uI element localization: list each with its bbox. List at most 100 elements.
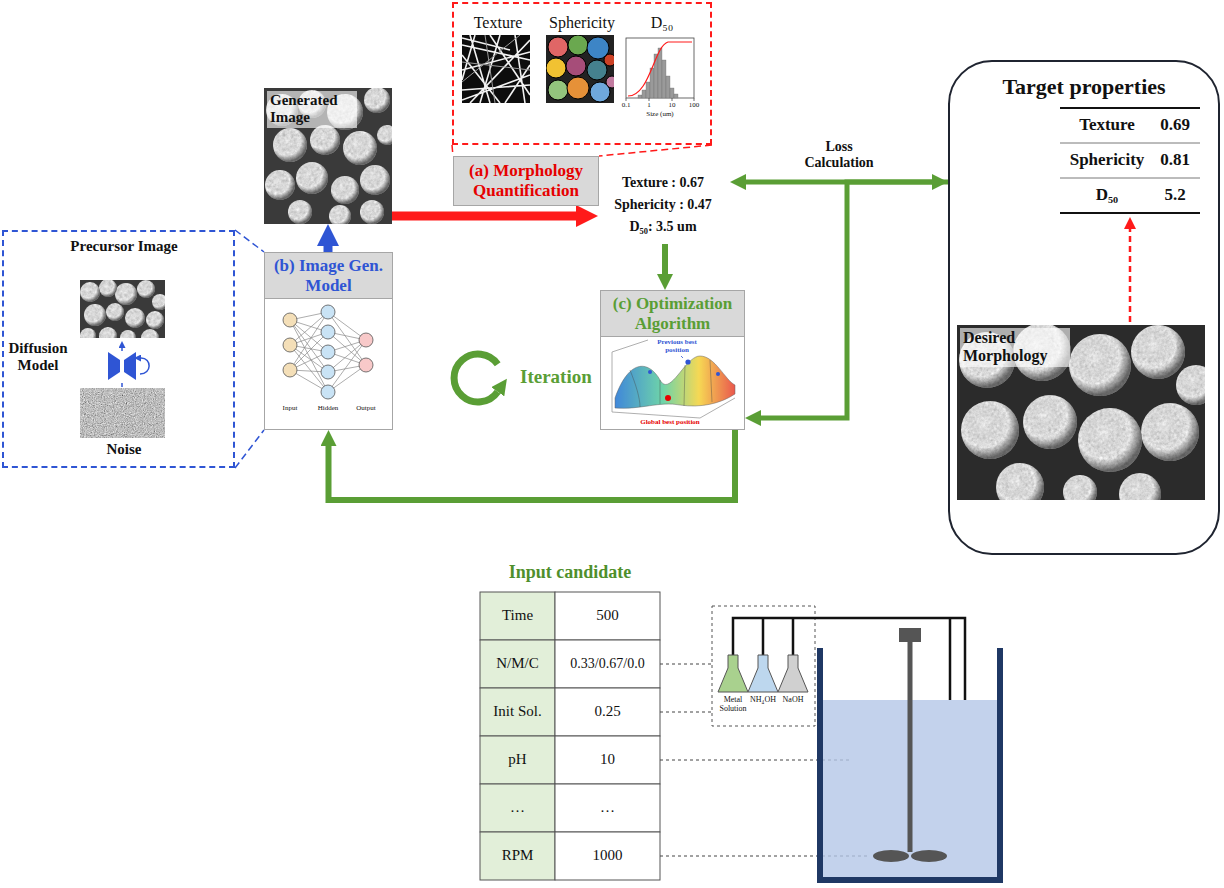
sphericity-image bbox=[546, 35, 614, 103]
model-body bbox=[290, 312, 366, 392]
box-title: (c) Optimization Algorithm bbox=[601, 291, 744, 337]
sem-image bbox=[99, 280, 117, 297]
table-cell: 0.81 bbox=[1152, 150, 1198, 170]
unet-symbol bbox=[121, 348, 123, 351]
sem-image bbox=[296, 162, 328, 194]
sem-image bbox=[996, 463, 1044, 500]
reactor-illustration bbox=[748, 655, 778, 692]
optimization-plot bbox=[600, 290, 744, 430]
image-panel: Desired Morphology bbox=[957, 325, 1205, 500]
texture-image bbox=[462, 35, 530, 103]
sem-image bbox=[1119, 473, 1161, 500]
sem-image bbox=[1063, 475, 1097, 500]
reactor-illustration bbox=[911, 850, 947, 862]
sem-image bbox=[288, 200, 312, 224]
model-body bbox=[283, 313, 297, 327]
panel-caption: D₅₀ bbox=[620, 14, 704, 32]
reagent-label: NaOH bbox=[777, 695, 809, 704]
panel-caption: Noise bbox=[79, 441, 169, 458]
property-table bbox=[1060, 143, 1200, 178]
table-cell: D₅₀ bbox=[1062, 185, 1152, 205]
sem-image bbox=[1176, 365, 1205, 405]
sphericity-image bbox=[567, 77, 589, 99]
sem-image bbox=[115, 283, 137, 305]
sphericity-image bbox=[566, 56, 586, 76]
histogram-chart bbox=[638, 95, 642, 98]
sem-image bbox=[141, 329, 159, 338]
sem-image bbox=[310, 125, 340, 155]
value-text: Sphericity : 0.47 bbox=[598, 197, 728, 213]
model-body bbox=[359, 358, 373, 372]
value-text: D₅₀: 3.5 um bbox=[598, 219, 728, 235]
model-body bbox=[283, 305, 373, 399]
sphericity-image bbox=[546, 35, 614, 103]
sem-image bbox=[996, 463, 1044, 500]
sem-image bbox=[137, 280, 155, 298]
panel-title: Target properties bbox=[950, 74, 1218, 99]
table-cell: 0.69 bbox=[1152, 115, 1198, 135]
reactor-illustration bbox=[873, 850, 909, 862]
sem-image bbox=[957, 325, 1205, 500]
sem-image bbox=[264, 88, 392, 224]
sem-image bbox=[1131, 325, 1185, 379]
sem-image bbox=[329, 205, 351, 224]
property-table bbox=[1060, 108, 1200, 213]
sem-image bbox=[364, 88, 390, 113]
iteration-arrow bbox=[454, 354, 498, 402]
sem-image bbox=[273, 128, 307, 162]
model-body bbox=[321, 305, 335, 319]
unet-symbol bbox=[121, 383, 123, 387]
image-panel: Generated Image bbox=[264, 88, 392, 224]
sphericity-image bbox=[568, 35, 588, 55]
image-caption: Generated Image bbox=[267, 91, 357, 128]
model-body bbox=[283, 363, 297, 377]
layer-label: Input bbox=[276, 404, 304, 412]
optimization-plot bbox=[716, 372, 720, 376]
sem-image bbox=[80, 280, 165, 338]
sem-image bbox=[125, 308, 145, 328]
layer-label: Hidden bbox=[312, 404, 344, 412]
leader-arrow bbox=[1129, 229, 1132, 322]
panel-caption: Precursor Image bbox=[69, 238, 179, 255]
input-table bbox=[480, 592, 660, 880]
sphericity-image bbox=[548, 80, 568, 100]
sem-image bbox=[84, 304, 106, 326]
table-cell: Time bbox=[480, 607, 555, 624]
plot-label: Previous best position bbox=[652, 338, 702, 354]
sem-image bbox=[377, 125, 392, 145]
model-body bbox=[321, 325, 335, 339]
optimization-plot bbox=[685, 359, 690, 364]
reactor-illustration bbox=[908, 642, 913, 852]
input-table bbox=[480, 688, 555, 736]
zoom-line bbox=[452, 145, 712, 156]
input-table bbox=[480, 640, 555, 688]
histogram-chart bbox=[670, 88, 674, 98]
histogram-chart bbox=[674, 94, 678, 98]
process-box: (a) Morphology Quantification bbox=[453, 156, 599, 206]
sem-image bbox=[99, 327, 117, 338]
input-table bbox=[555, 832, 660, 880]
leader-arrow bbox=[1130, 229, 1131, 322]
sem-image bbox=[1069, 334, 1131, 396]
sem-image bbox=[80, 328, 96, 338]
sem-image bbox=[360, 200, 384, 224]
sem-image bbox=[1141, 403, 1199, 461]
sem-image bbox=[343, 131, 377, 165]
texture-image bbox=[462, 35, 530, 103]
sem-image bbox=[1063, 475, 1097, 500]
sem-image bbox=[1069, 334, 1131, 396]
sem-image bbox=[125, 308, 145, 328]
input-table bbox=[555, 640, 660, 688]
unet-symbol bbox=[108, 352, 120, 380]
table-cell: 1000 bbox=[555, 847, 660, 864]
input-table bbox=[555, 592, 660, 640]
sem-image bbox=[1176, 365, 1205, 405]
table-cell: 5.2 bbox=[1152, 185, 1198, 205]
sem-image bbox=[80, 328, 96, 338]
iteration-arrow bbox=[454, 354, 498, 402]
noise-image bbox=[80, 388, 165, 438]
sem-image bbox=[377, 125, 392, 145]
